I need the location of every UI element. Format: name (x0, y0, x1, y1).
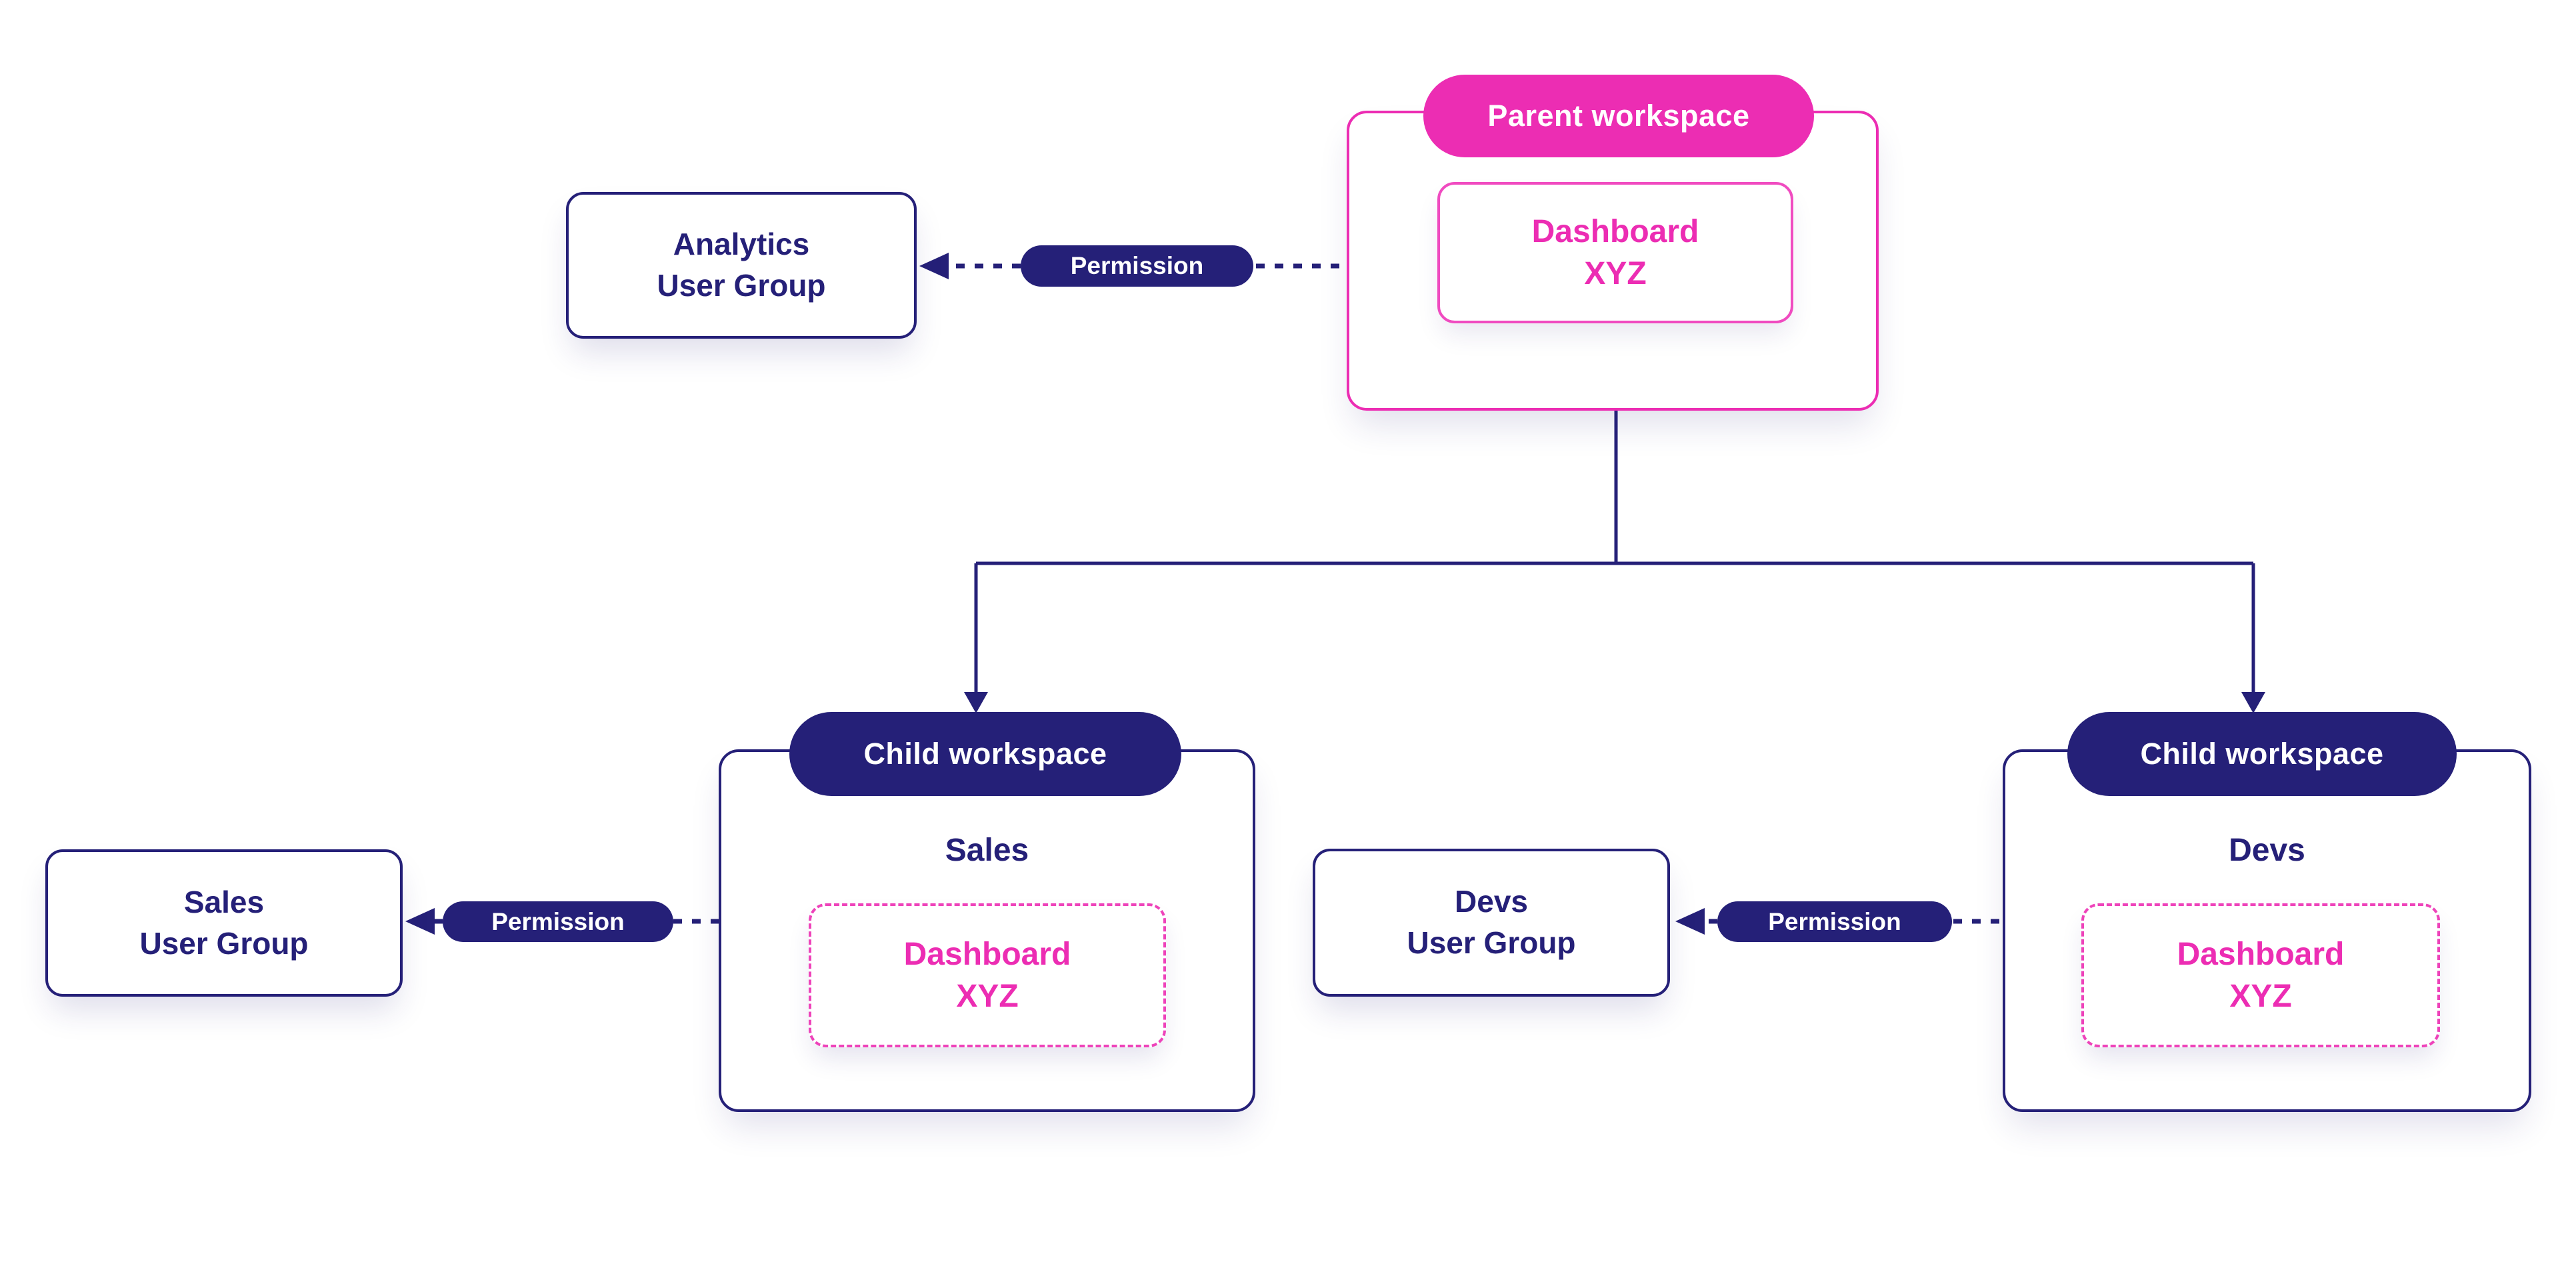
tree-connector (964, 411, 2265, 713)
child-workspace-devs-badge: Child workspace (2067, 712, 2457, 796)
permission-label-analytics: Permission (1070, 252, 1204, 279)
permission-label-devs: Permission (1768, 907, 1901, 935)
parent-workspace-badge-label: Parent workspace (1487, 99, 1750, 133)
analytics-user-group-line2: User Group (657, 268, 826, 303)
devs-user-group-line1: Devs (1455, 884, 1528, 919)
sales-user-group-line1: Sales (183, 884, 265, 919)
permission-badge-devs: Permission (1717, 901, 1952, 942)
devs-dashboard-title-line2: XYZ (2229, 979, 2292, 1014)
arrowhead-left-analytics (919, 253, 949, 279)
parent-dashboard-title-line1: Dashboard (1531, 213, 1699, 249)
sales-dashboard-title-line2: XYZ (956, 979, 1019, 1014)
child-workspace-sales-badge: Child workspace (789, 712, 1181, 796)
permission-connector-analytics (919, 253, 1347, 279)
arrowhead-left-devs (1675, 908, 1705, 935)
sales-user-group-box: Sales User Group (45, 849, 403, 997)
parent-dashboard-card: Dashboard XYZ (1437, 182, 1793, 323)
child-workspace-devs-badge-label: Child workspace (2140, 737, 2384, 771)
child-workspace-devs-name: Devs (2229, 833, 2305, 868)
analytics-user-group-line1: Analytics (673, 227, 810, 262)
permission-connector-sales (405, 908, 719, 935)
devs-dashboard-title-line1: Dashboard (2177, 936, 2345, 972)
devs-user-group-box: Devs User Group (1313, 849, 1670, 997)
permission-connector-devs (1675, 908, 2003, 935)
parent-workspace-badge: Parent workspace (1423, 75, 1814, 157)
sales-dashboard-title-line1: Dashboard (903, 936, 1071, 972)
child-workspace-sales-badge-label: Child workspace (863, 737, 1107, 771)
arrowhead-down-right (2241, 692, 2265, 713)
child-workspace-sales-name: Sales (945, 833, 1029, 868)
sales-dashboard-card: Dashboard XYZ (809, 903, 1166, 1047)
devs-dashboard-card: Dashboard XYZ (2081, 903, 2440, 1047)
permission-label-sales: Permission (491, 907, 625, 935)
arrowhead-down-left (964, 692, 988, 713)
sales-user-group-line2: User Group (139, 925, 309, 961)
analytics-user-group-box: Analytics User Group (566, 192, 917, 339)
devs-user-group-line2: User Group (1407, 925, 1576, 960)
permission-badge-analytics: Permission (1021, 245, 1253, 287)
parent-dashboard-title-line2: XYZ (1584, 256, 1647, 291)
permission-badge-sales: Permission (443, 901, 673, 942)
arrowhead-left-sales (405, 908, 435, 935)
